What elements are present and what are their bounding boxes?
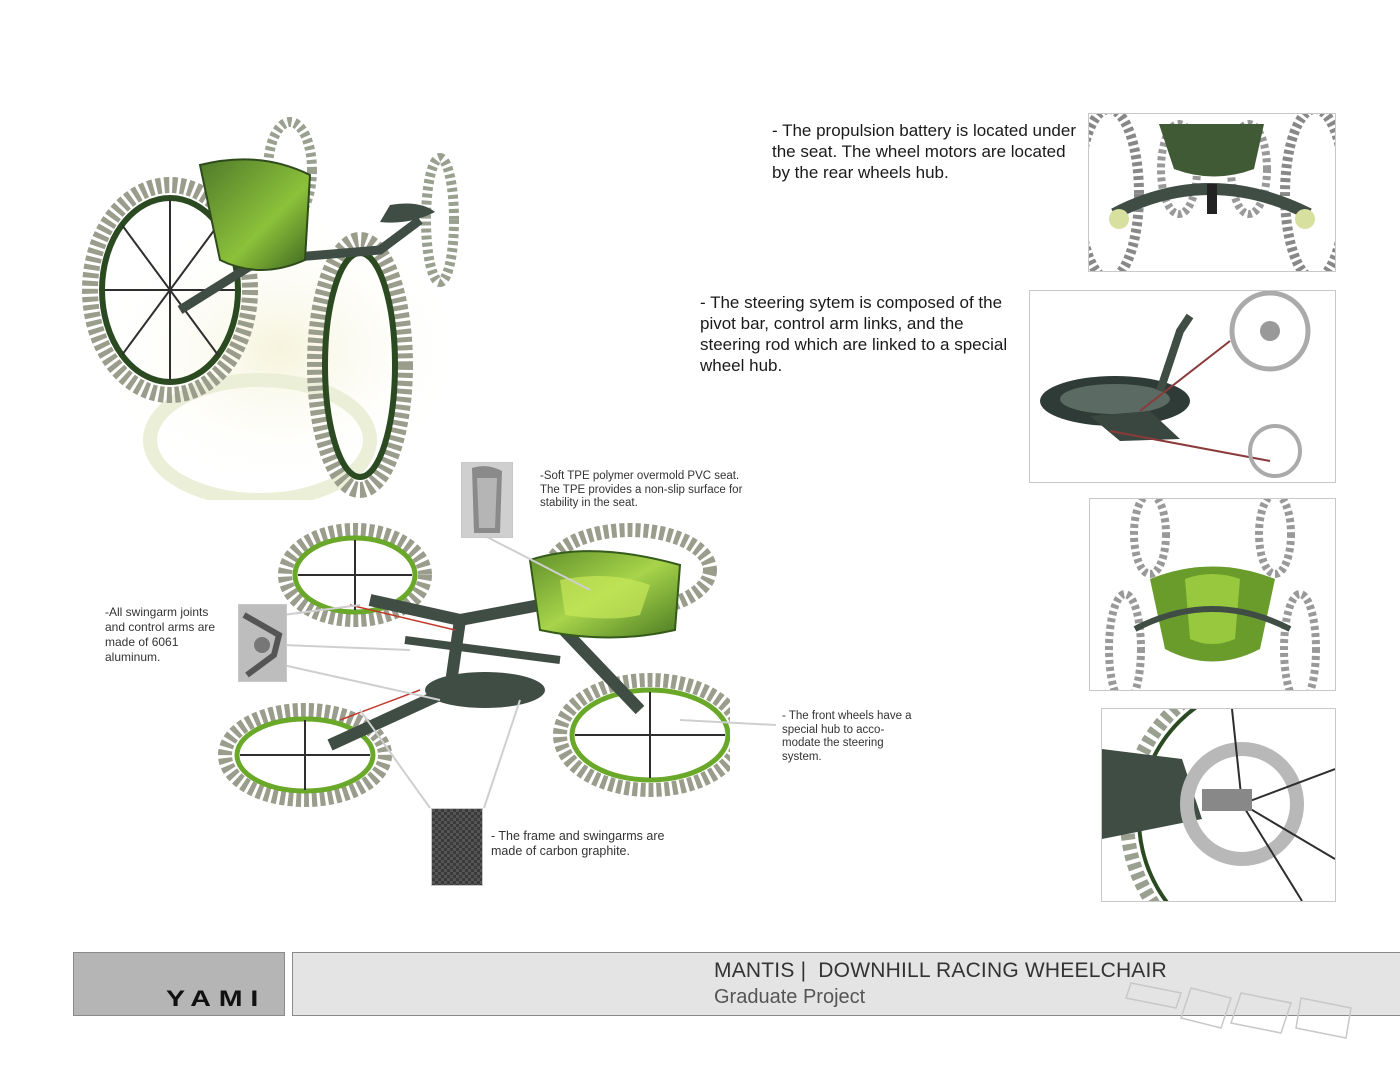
battery-detail-photo	[1088, 113, 1336, 272]
annotated-render-image	[210, 510, 747, 810]
seat-front-photo	[1089, 498, 1336, 691]
hub-closeup-photo	[1101, 708, 1336, 902]
steering-detail-photo	[1029, 290, 1336, 483]
seat-caption: -Soft TPE polymer overmold PVC seat. The…	[540, 470, 743, 509]
seat-material-swatch	[461, 462, 513, 538]
project-subtitle: Graduate Project	[714, 986, 866, 1008]
front-wheels-caption: - The front wheels have a special hub to…	[782, 710, 912, 763]
footer-title-box: MANTIS | DOWNHILL RACING WHEELCHAIR Grad…	[292, 952, 1400, 1039]
swingarm-caption: -All swingarm joints and control arms ar…	[105, 605, 216, 664]
main-render-image	[60, 110, 500, 507]
frame-caption: - The frame and swingarms are made of ca…	[491, 829, 665, 858]
footer-logo-box: YAMI	[73, 952, 285, 1016]
project-title: MANTIS | DOWNHILL RACING WHEELCHAIR	[714, 959, 1167, 982]
swingarm-material-swatch	[238, 604, 287, 682]
steering-caption: - The steering sytem is composed of the …	[700, 293, 1008, 375]
carbon-material-swatch	[431, 808, 483, 886]
battery-caption: - The propulsion battery is located unde…	[772, 121, 1076, 182]
wireframe-logo-watermark	[1125, 982, 1352, 1039]
yami-logo: YAMI	[166, 986, 267, 1011]
